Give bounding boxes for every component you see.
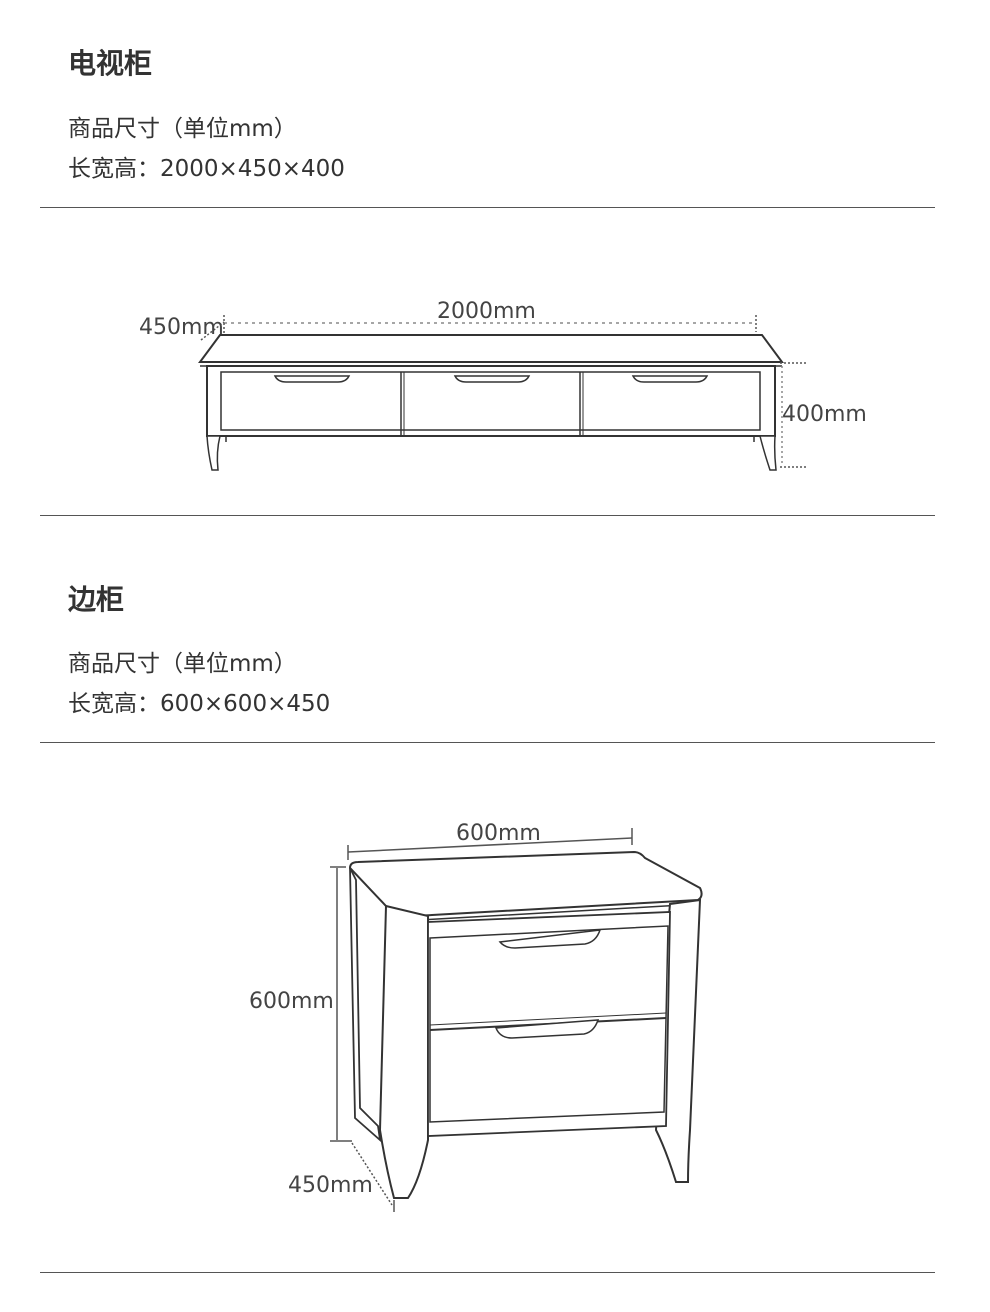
- side-cabinet-dimensions: 长宽高：600×600×450: [68, 691, 331, 717]
- tv-dim-height: 400mm: [782, 402, 867, 427]
- side-cabinet-size-label: 商品尺寸（单位mm）: [68, 651, 297, 677]
- divider: [40, 515, 935, 516]
- tv-dim-length: 2000mm: [437, 299, 536, 324]
- tv-cabinet-title: 电视柜: [68, 47, 153, 80]
- side-cabinet-title: 边柜: [68, 583, 125, 616]
- tv-cabinet-dimensions: 长宽高：2000×450×400: [68, 156, 345, 182]
- side-dim-height: 600mm: [249, 989, 334, 1014]
- tv-cabinet-drawing: 2000mm 450mm 400mm: [139, 299, 867, 471]
- tv-dim-depth: 450mm: [139, 315, 224, 340]
- side-cabinet-drawing: 600mm 600mm 450mm: [249, 821, 703, 1212]
- divider: [40, 207, 935, 208]
- divider: [40, 1272, 935, 1273]
- side-dim-width: 600mm: [456, 821, 541, 846]
- tv-cabinet-size-label: 商品尺寸（单位mm）: [68, 116, 297, 142]
- side-dim-depth: 450mm: [288, 1173, 373, 1198]
- divider: [40, 742, 935, 743]
